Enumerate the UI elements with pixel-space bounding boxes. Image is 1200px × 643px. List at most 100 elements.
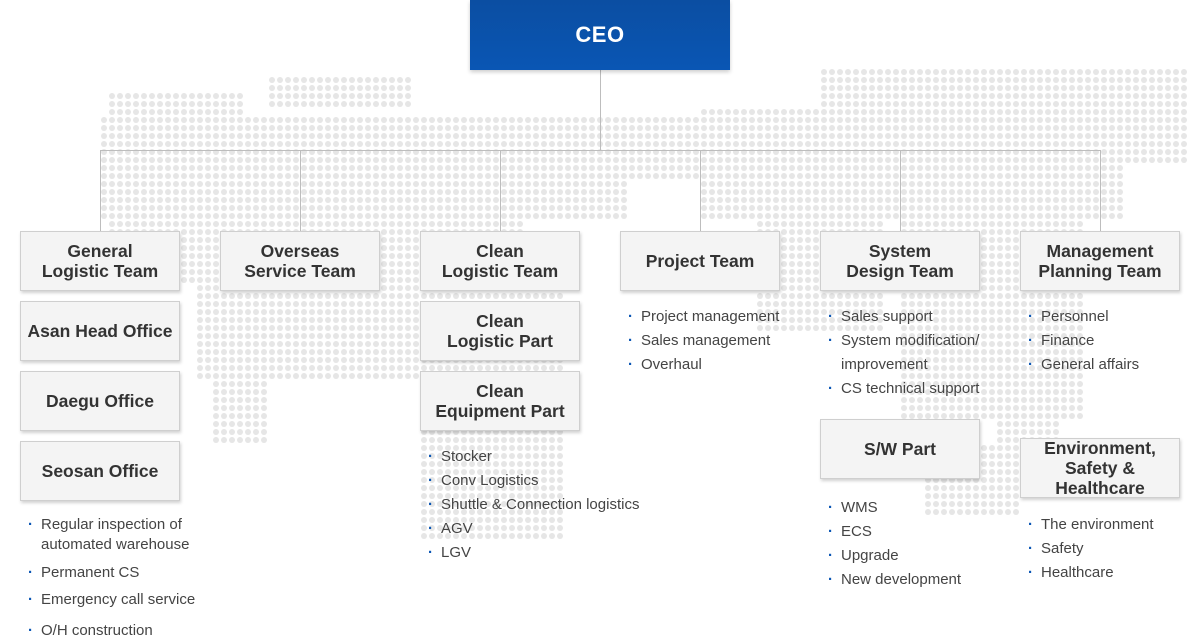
map-dot — [1117, 205, 1123, 211]
map-dot — [1045, 421, 1051, 427]
map-dot — [997, 213, 1003, 219]
map-dot — [549, 293, 555, 299]
map-dot — [997, 477, 1003, 483]
list-item: WMS — [820, 496, 1000, 520]
map-dot — [797, 181, 803, 187]
map-dot — [101, 157, 107, 163]
map-dot — [389, 133, 395, 139]
map-dot — [965, 485, 971, 491]
map-dot — [365, 341, 371, 347]
map-dot — [925, 125, 931, 131]
map-dot — [373, 165, 379, 171]
map-dot — [325, 213, 331, 219]
map-dot — [157, 141, 163, 147]
map-dot — [533, 197, 539, 203]
map-dot — [277, 133, 283, 139]
map-dot — [525, 189, 531, 195]
map-dot — [853, 125, 859, 131]
map-dot — [445, 173, 451, 179]
map-dot — [701, 165, 707, 171]
map-dot — [285, 133, 291, 139]
map-dot — [333, 325, 339, 331]
map-dot — [797, 117, 803, 123]
map-dot — [749, 157, 755, 163]
map-dot — [341, 309, 347, 315]
map-dot — [165, 101, 171, 107]
map-dot — [845, 189, 851, 195]
map-dot — [1093, 197, 1099, 203]
map-dot — [293, 173, 299, 179]
map-dot — [493, 189, 499, 195]
map-dot — [309, 301, 315, 307]
map-dot — [1061, 293, 1067, 299]
map-dot — [373, 293, 379, 299]
map-dot — [125, 157, 131, 163]
map-dot — [1109, 69, 1115, 75]
map-dot — [781, 109, 787, 115]
map-dot — [1069, 109, 1075, 115]
map-dot — [1061, 109, 1067, 115]
map-dot — [613, 205, 619, 211]
map-dot — [389, 341, 395, 347]
map-dot — [325, 197, 331, 203]
map-dot — [205, 269, 211, 275]
map-dot — [781, 229, 787, 235]
map-dot — [605, 173, 611, 179]
map-dot — [933, 85, 939, 91]
map-dot — [317, 373, 323, 379]
map-dot — [909, 117, 915, 123]
map-dot — [197, 229, 203, 235]
map-dot — [253, 437, 259, 443]
map-dot — [781, 261, 787, 267]
map-dot — [805, 133, 811, 139]
map-dot — [661, 133, 667, 139]
map-dot — [805, 221, 811, 227]
map-dot — [813, 277, 819, 283]
map-dot — [565, 205, 571, 211]
map-dot — [549, 173, 555, 179]
map-dot — [981, 109, 987, 115]
map-dot — [165, 173, 171, 179]
map-dot — [1021, 93, 1027, 99]
map-dot — [1069, 133, 1075, 139]
map-dot — [301, 373, 307, 379]
map-dot — [405, 341, 411, 347]
map-dot — [741, 117, 747, 123]
map-dot — [349, 221, 355, 227]
map-dot — [221, 397, 227, 403]
map-dot — [413, 213, 419, 219]
map-dot — [421, 165, 427, 171]
map-dot — [885, 85, 891, 91]
map-dot — [1157, 85, 1163, 91]
map-dot — [181, 213, 187, 219]
map-dot — [309, 189, 315, 195]
map-dot — [165, 141, 171, 147]
map-dot — [957, 101, 963, 107]
map-dot — [517, 117, 523, 123]
map-dot — [789, 237, 795, 243]
map-dot — [389, 261, 395, 267]
map-dot — [325, 189, 331, 195]
map-dot — [405, 269, 411, 275]
map-dot — [621, 173, 627, 179]
map-dot — [197, 221, 203, 227]
map-dot — [357, 317, 363, 323]
clean-logistic-duties: Stocker Conv Logistics Shuttle & Connect… — [420, 445, 660, 565]
map-dot — [661, 157, 667, 163]
map-dot — [1109, 117, 1115, 123]
map-dot — [1085, 133, 1091, 139]
map-dot — [669, 141, 675, 147]
map-dot — [821, 205, 827, 211]
map-dot — [805, 301, 811, 307]
map-dot — [1069, 141, 1075, 147]
map-dot — [861, 165, 867, 171]
map-dot — [549, 117, 555, 123]
map-dot — [221, 317, 227, 323]
map-dot — [1093, 213, 1099, 219]
map-dot — [901, 413, 907, 419]
map-dot — [573, 213, 579, 219]
map-dot — [941, 109, 947, 115]
map-dot — [1045, 157, 1051, 163]
map-dot — [301, 349, 307, 355]
sw-part-duties: WMS ECS Upgrade New development — [820, 496, 1000, 592]
